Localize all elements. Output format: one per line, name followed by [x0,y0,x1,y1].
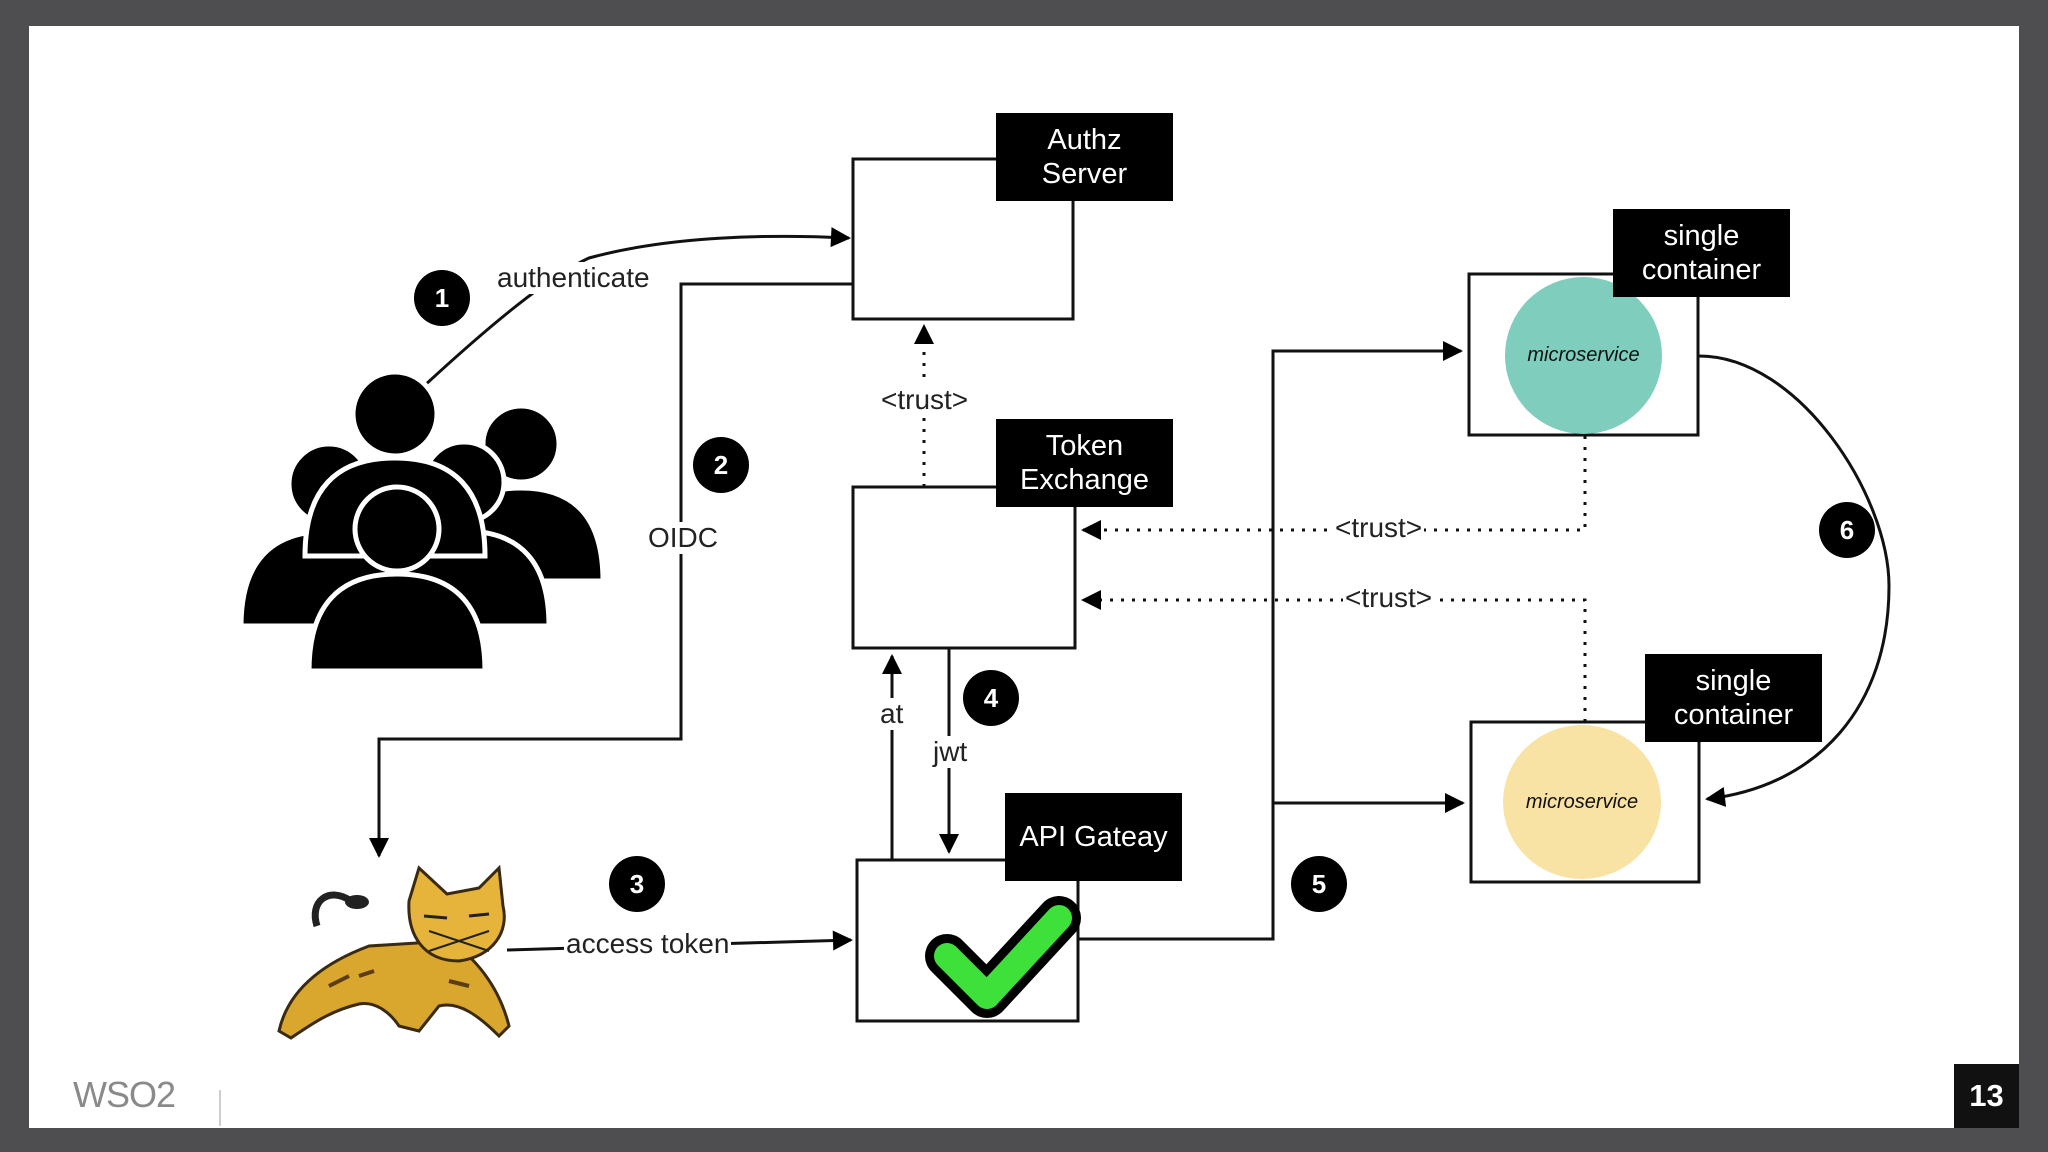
jwt-label: jwt [931,736,970,768]
step-badge-2: 2 [693,437,749,493]
tomcat-cat-icon [277,864,511,1040]
token-exchange-label: Token Exchange [996,419,1173,507]
service-to-service-arrow [1698,354,1891,807]
trust-authz-label: <trust> [879,384,971,416]
step-badge-4: 4 [963,670,1019,726]
step-badge-1: 1 [414,270,470,326]
step-badge-3: 3 [609,856,665,912]
trust-top-label: <trust> [1333,512,1425,544]
authz-server-label: Authz Server [996,113,1173,201]
microservice-top-label: microservice [1527,344,1640,366]
step-badge-6: 6 [1819,502,1875,558]
route-bus [1078,341,1463,941]
trust-bottom-arrow [1081,590,1587,722]
microservice-bottom-circle: microservice [1503,725,1661,879]
step-badge-5: 5 [1291,856,1347,912]
microservice-bottom-label: microservice [1525,790,1639,813]
container-top-label: single container [1613,209,1790,297]
token-exchange-box [851,485,1077,650]
authenticate-label: authenticate [495,262,652,294]
oidc-arrow [369,282,853,858]
trust-bottom-label: <trust> [1343,582,1435,614]
slide: microservice microservice Authz Server T… [29,26,2019,1128]
users-group-icon [238,369,606,674]
access-token-label: access token [564,928,732,960]
oidc-label: OIDC [646,522,720,554]
authenticate-arrow [422,227,851,388]
green-checkmark-icon [925,896,1081,1018]
wso2-logo: WSO2 [73,1074,176,1115]
api-gateway-label: API Gateay [1005,793,1182,881]
footer-divider [219,1090,221,1126]
page-number: 13 [1954,1064,2019,1128]
microservice-top-circle: microservice [1505,277,1662,434]
container-bottom-label: single container [1645,654,1822,742]
at-label: at [878,698,906,730]
